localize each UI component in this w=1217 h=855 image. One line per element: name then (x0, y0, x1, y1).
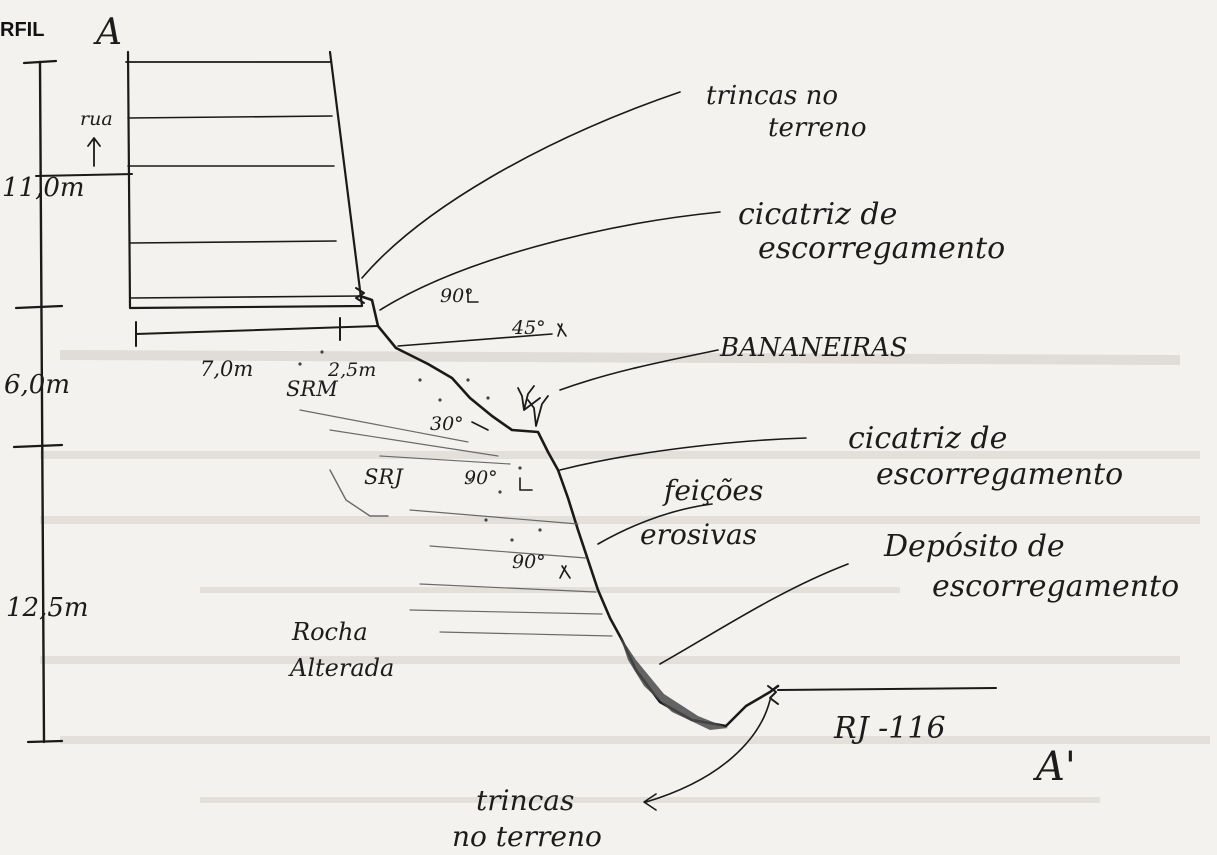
rock-label-line1: Rocha (291, 618, 368, 646)
angle-label-45: 45° (511, 317, 546, 339)
background-bleed-through (40, 350, 1210, 803)
section-start-label: A (93, 12, 122, 53)
annotation-scar2-line1: cicatriz de (848, 421, 1007, 456)
building (125, 50, 364, 310)
banana-tree-icon (517, 385, 549, 427)
annotation-scar1-line2: escorregamento (758, 231, 1005, 266)
height-label-11m: 11,0m (2, 173, 85, 203)
height-label-6m: 6,0m (4, 370, 70, 400)
angle-label-90-mid: 90° (464, 467, 498, 489)
annotation-cracks-top-line2: terreno (768, 113, 866, 143)
dimension-label-2-5m: 2,5m (327, 359, 376, 381)
soil-label-srj: SRJ (364, 465, 404, 489)
horizontal-dimension-line (135, 317, 379, 347)
road-label: RJ -116 (833, 711, 946, 746)
vertical-scale-bar (12, 59, 133, 744)
soil-texture (298, 350, 613, 637)
angle-label-30: 30° (430, 413, 464, 435)
angle-label-90-bottom: 90° (512, 551, 546, 573)
annotation-deposit-line2: escorregamento (932, 569, 1179, 604)
annotation-deposit-line1: Depósito de (883, 529, 1065, 564)
annotation-cracks-top-line1: trincas no (706, 81, 838, 111)
section-end-label: A' (1032, 744, 1076, 790)
annotation-cracks-bottom-line1: trincas (476, 784, 574, 817)
angle-label-90-top: 90° (440, 285, 474, 307)
annotation-banana-trees: BANANEIRAS (719, 333, 908, 363)
annotation-cracks-bottom-line2: no terreno (452, 820, 602, 853)
profile-label: RFIL (0, 19, 44, 41)
height-label-12-5m: 12,5m (6, 593, 89, 623)
landslide-deposit (620, 636, 728, 730)
dimension-label-7m: 7,0m (200, 357, 253, 381)
annotation-scar2-line2: escorregamento (876, 457, 1123, 492)
annotation-scar1-line1: cicatriz de (738, 197, 897, 232)
street-label: rua (80, 108, 113, 130)
rock-label-line2: Alterada (288, 654, 394, 682)
soil-label-srm: SRM (286, 377, 338, 401)
annotation-erosion-line2: erosivas (640, 518, 757, 551)
annotation-erosion-line1: feições (662, 474, 763, 507)
annotation-leader-lines (361, 91, 849, 811)
angle-markers (467, 289, 571, 579)
